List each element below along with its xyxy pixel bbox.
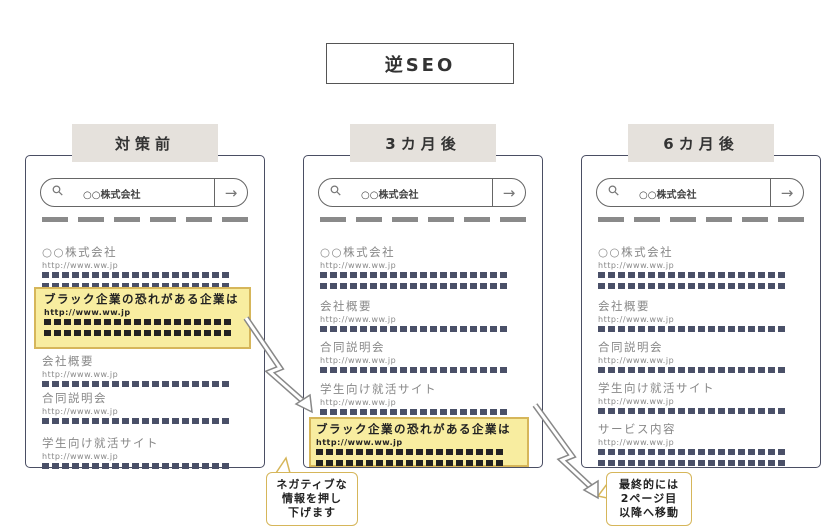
results-panel-1: ⚲ ○○株式会社 → ○○株式会社 http://www.ww.jp 会社概要 http:/… bbox=[303, 155, 543, 468]
search-tabs-placeholder bbox=[320, 217, 530, 222]
result-title[interactable]: 学生向け就活サイト bbox=[42, 436, 159, 450]
result-url: http://www.ww.jp bbox=[598, 356, 675, 365]
search-tabs-placeholder bbox=[42, 217, 252, 222]
result-snippet bbox=[598, 460, 788, 466]
result-url: http://www.ww.jp bbox=[316, 438, 403, 447]
result-url: http://www.ww.jp bbox=[42, 261, 119, 270]
result-snippet bbox=[320, 272, 510, 278]
result-url: http://www.ww.jp bbox=[598, 261, 675, 270]
result-title[interactable]: 学生向け就活サイト bbox=[320, 382, 437, 396]
result-snippet bbox=[42, 272, 232, 278]
result-snippet bbox=[320, 367, 510, 373]
result-url: http://www.ww.jp bbox=[320, 315, 397, 324]
result-snippet bbox=[598, 326, 788, 332]
result-url: http://www.ww.jp bbox=[598, 438, 675, 447]
highlighted-negative-result: ブラック企業の恐れがある企業は http://www.ww.jp bbox=[34, 287, 251, 349]
result-snippet bbox=[320, 283, 510, 289]
result-snippet bbox=[320, 409, 510, 415]
result-url: http://www.ww.jp bbox=[320, 261, 397, 270]
result-url: http://www.ww.jp bbox=[42, 407, 119, 416]
result-title[interactable]: 会社概要 bbox=[320, 299, 372, 313]
search-bar[interactable]: ⚲ ○○株式会社 → bbox=[318, 178, 526, 207]
result-snippet bbox=[598, 367, 788, 373]
callout-page-two: 最終的には 2ページ目 以降へ移動 bbox=[606, 472, 692, 526]
panel-tab-1: 3カ月後 bbox=[350, 124, 496, 162]
results-panel-2: ⚲ ○○株式会社 → ○○株式会社 http://www.ww.jp 会社概要 http:/… bbox=[581, 155, 821, 468]
result-snippet bbox=[42, 418, 232, 424]
result-url: http://www.ww.jp bbox=[320, 398, 397, 407]
search-input[interactable]: ○○株式会社 bbox=[639, 190, 697, 201]
search-tabs-placeholder bbox=[598, 217, 808, 222]
result-url: http://www.ww.jp bbox=[44, 308, 131, 317]
search-icon: ⚲ bbox=[604, 181, 624, 201]
result-title[interactable]: ブラック企業の恐れがある企業は bbox=[316, 422, 511, 436]
search-icon: ⚲ bbox=[326, 181, 346, 201]
result-snippet bbox=[320, 326, 510, 332]
result-snippet bbox=[598, 272, 788, 278]
result-title[interactable]: 会社概要 bbox=[598, 299, 650, 313]
result-title[interactable]: 合同説明会 bbox=[42, 391, 107, 405]
result-url: http://www.ww.jp bbox=[42, 452, 119, 461]
callout-push-down: ネガティブな 情報を押し 下げます bbox=[266, 472, 358, 526]
result-title[interactable]: 合同説明会 bbox=[320, 340, 385, 354]
result-url: http://www.ww.jp bbox=[320, 356, 397, 365]
panel-tab-0: 対策前 bbox=[72, 124, 218, 162]
result-title[interactable]: サービス内容 bbox=[598, 422, 676, 436]
search-input[interactable]: ○○株式会社 bbox=[83, 190, 141, 201]
result-url: http://www.ww.jp bbox=[42, 370, 119, 379]
result-url: http://www.ww.jp bbox=[598, 397, 675, 406]
result-snippet bbox=[42, 381, 232, 387]
result-snippet bbox=[598, 283, 788, 289]
result-title[interactable]: ○○株式会社 bbox=[42, 245, 118, 259]
result-url: http://www.ww.jp bbox=[598, 315, 675, 324]
highlighted-negative-result: ブラック企業の恐れがある企業は http://www.ww.jp bbox=[309, 417, 529, 467]
arrow-right-icon[interactable]: → bbox=[492, 179, 525, 206]
result-title[interactable]: 学生向け就活サイト bbox=[598, 381, 715, 395]
result-snippet bbox=[598, 408, 788, 414]
diagram-title: 逆SEO bbox=[326, 43, 514, 84]
result-snippet bbox=[44, 330, 234, 336]
result-title[interactable]: ○○株式会社 bbox=[598, 245, 674, 259]
result-title[interactable]: ブラック企業の恐れがある企業は bbox=[44, 292, 239, 306]
search-bar[interactable]: ⚲ ○○株式会社 → bbox=[40, 178, 248, 207]
result-title[interactable]: 会社概要 bbox=[42, 354, 94, 368]
search-input[interactable]: ○○株式会社 bbox=[361, 190, 419, 201]
result-snippet bbox=[598, 449, 788, 455]
result-snippet bbox=[42, 283, 232, 289]
arrow-right-icon[interactable]: → bbox=[770, 179, 803, 206]
tail-1 bbox=[274, 456, 291, 474]
arrow-right-icon[interactable]: → bbox=[214, 179, 247, 206]
result-snippet bbox=[44, 319, 234, 325]
search-icon: ⚲ bbox=[48, 181, 68, 201]
result-title[interactable]: ○○株式会社 bbox=[320, 245, 396, 259]
result-snippet bbox=[316, 460, 506, 466]
panel-tab-2: 6カ月後 bbox=[628, 124, 774, 162]
result-snippet bbox=[42, 463, 232, 469]
result-title[interactable]: 合同説明会 bbox=[598, 340, 663, 354]
result-snippet bbox=[316, 449, 506, 455]
search-bar[interactable]: ⚲ ○○株式会社 → bbox=[596, 178, 804, 207]
